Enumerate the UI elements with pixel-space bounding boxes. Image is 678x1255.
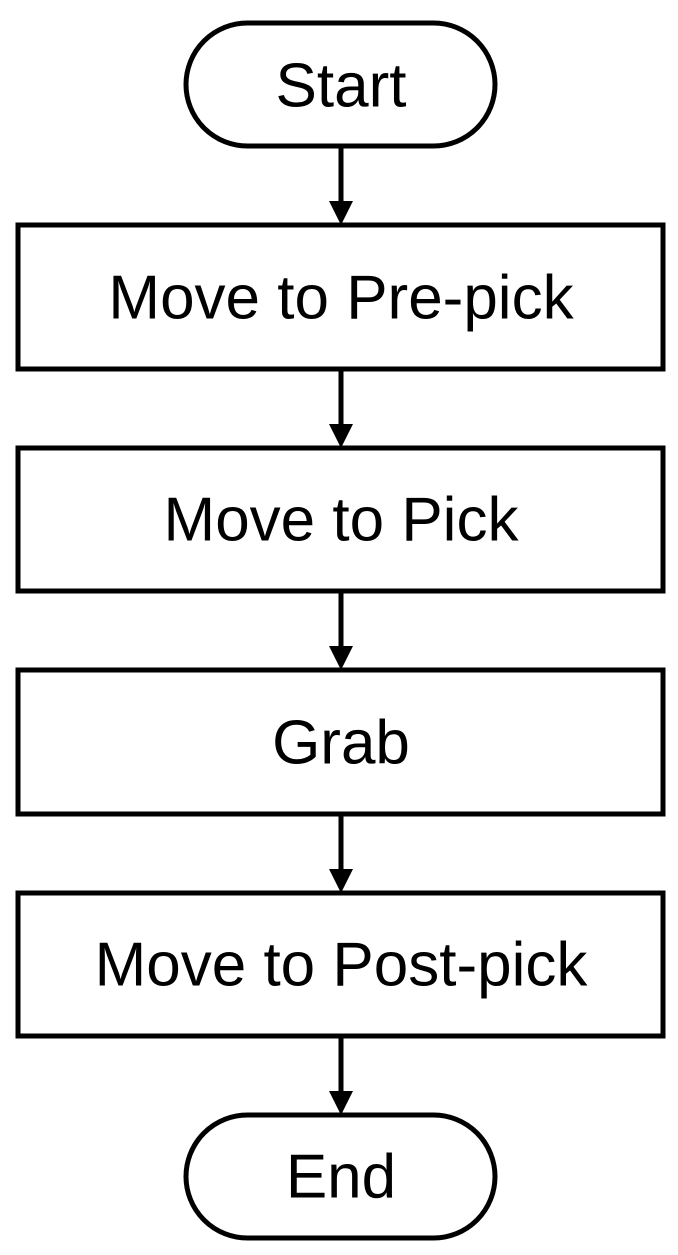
grab-node: Grab: [15, 667, 666, 817]
arrowhead-icon: [329, 424, 353, 448]
connector-pick-to-grab: [329, 591, 353, 670]
move-to-pre-pick-label: Move to Pre-pick: [108, 264, 574, 333]
end-node-label: End: [286, 1143, 396, 1212]
move-to-pre-pick-node: Move to Pre-pick: [15, 222, 666, 372]
connector-start-to-pre-pick: [329, 146, 353, 225]
move-to-post-pick-label: Move to Post-pick: [95, 931, 589, 1000]
move-to-post-pick-node: Move to Post-pick: [15, 890, 666, 1039]
start-node-label: Start: [276, 52, 407, 121]
connectors: [329, 146, 353, 1115]
connector-grab-to-post-pick: [329, 814, 353, 893]
move-to-pick-label: Move to Pick: [164, 486, 520, 555]
arrowhead-icon: [329, 646, 353, 670]
arrowhead-icon: [329, 201, 353, 225]
arrowhead-icon: [329, 869, 353, 893]
grab-label: Grab: [272, 709, 410, 778]
end-node: End: [183, 1112, 498, 1241]
arrowhead-icon: [329, 1091, 353, 1115]
connector-pre-pick-to-pick: [329, 369, 353, 448]
start-node: Start: [183, 20, 498, 149]
move-to-pick-node: Move to Pick: [15, 445, 666, 594]
connector-post-pick-to-end: [329, 1036, 353, 1115]
